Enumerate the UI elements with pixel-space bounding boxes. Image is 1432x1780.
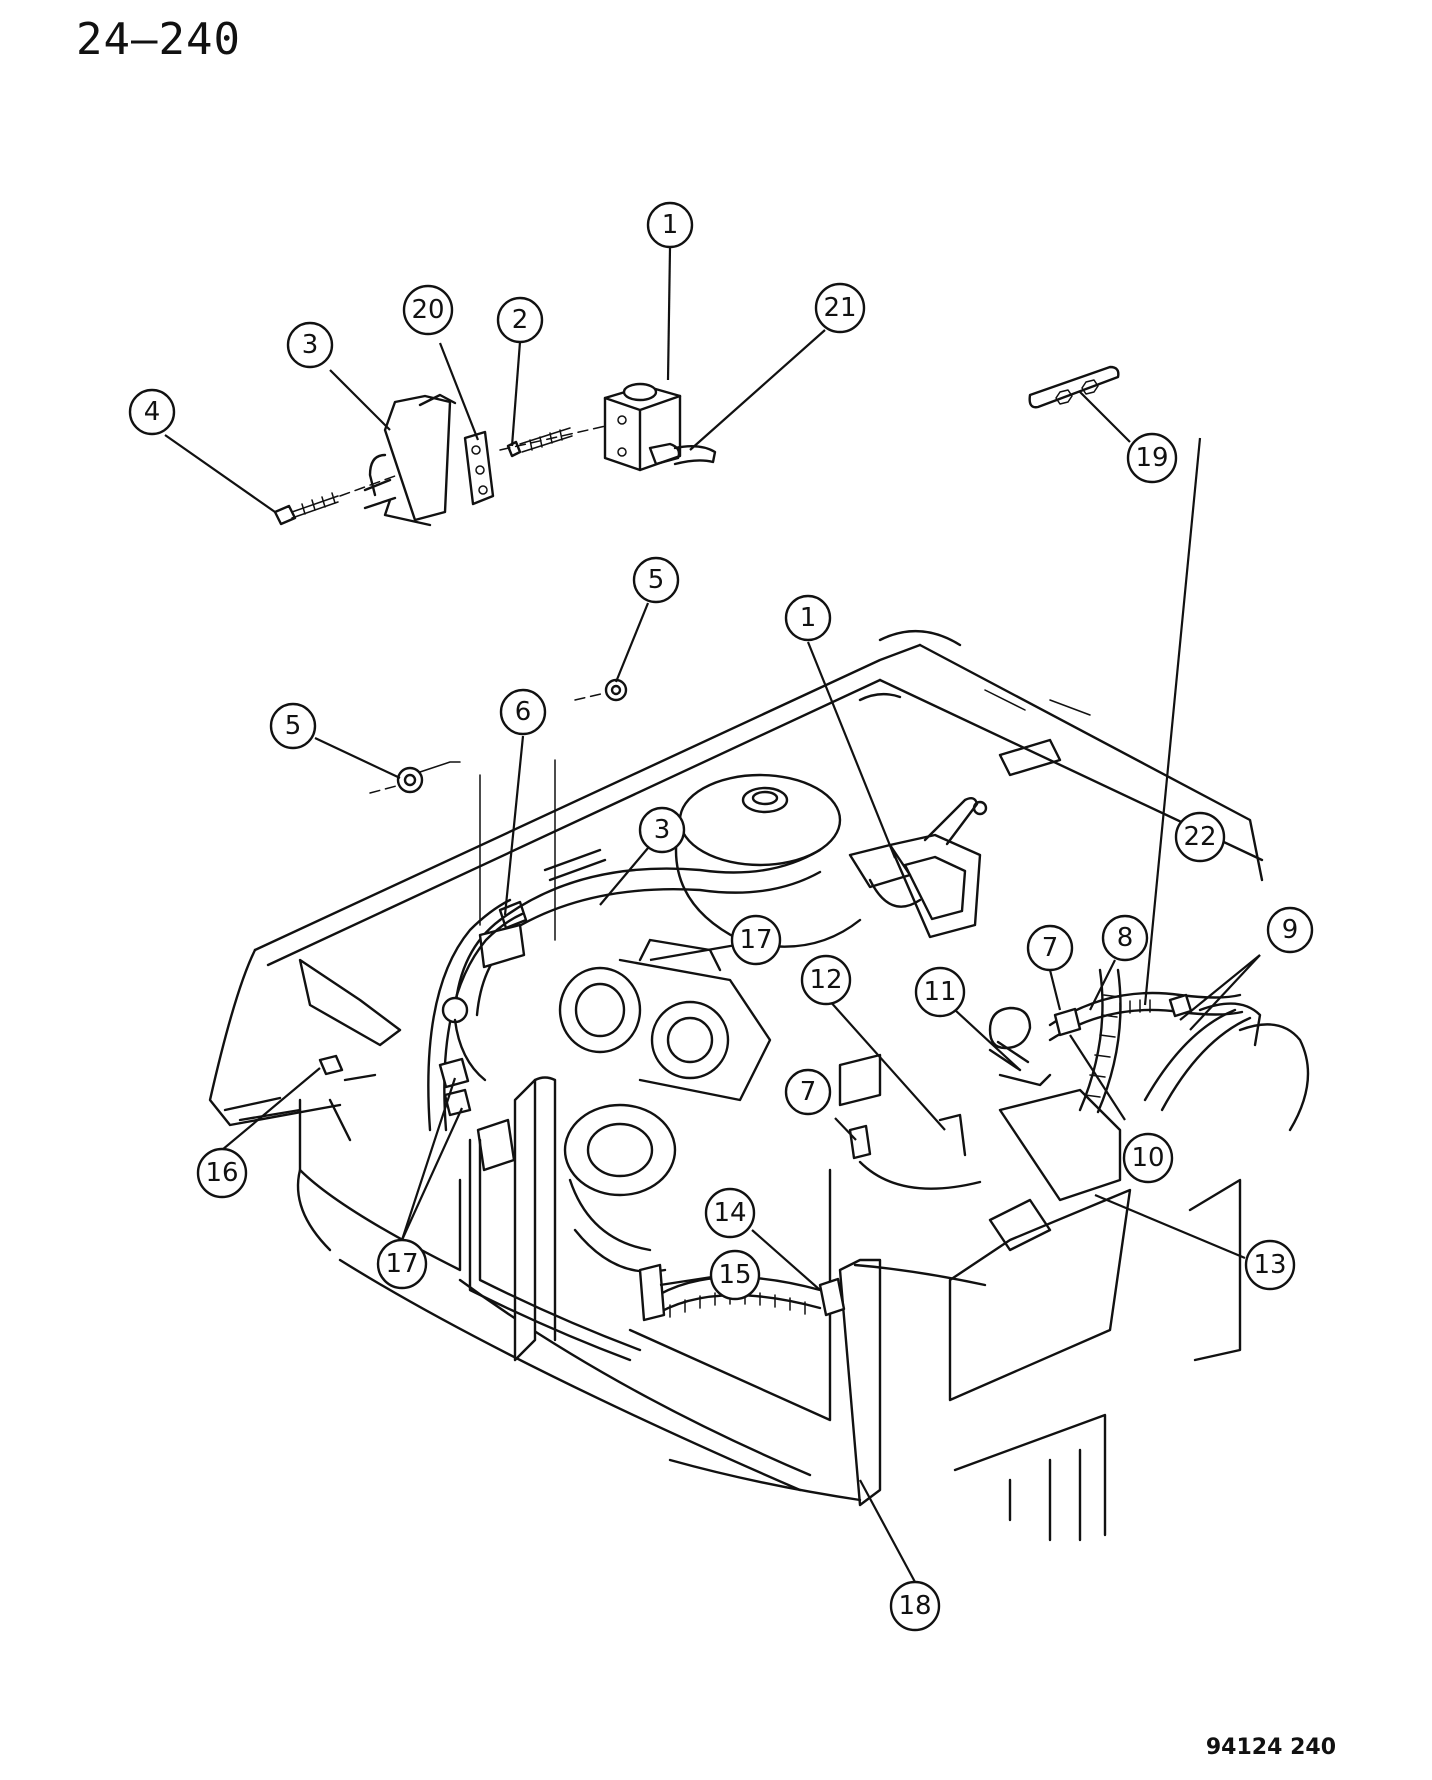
svg-text:4: 4: [144, 397, 161, 427]
svg-text:22: 22: [1183, 822, 1216, 852]
callout-2: 2: [496, 296, 544, 344]
svg-text:17: 17: [739, 925, 772, 955]
callout-7-center: 7: [784, 1068, 832, 1116]
svg-text:15: 15: [718, 1260, 751, 1290]
callout-1-main: 1: [784, 594, 832, 642]
svg-text:6: 6: [515, 697, 532, 727]
callout-16: 16: [196, 1147, 248, 1199]
svg-text:3: 3: [654, 815, 671, 845]
svg-text:3: 3: [302, 330, 319, 360]
callout-8: 8: [1101, 914, 1149, 962]
svg-text:9: 9: [1282, 915, 1299, 945]
expansion-valve-assembly: [273, 365, 1120, 527]
expansion-valve-part: [603, 382, 717, 472]
callout-10: 10: [1122, 1132, 1174, 1184]
callout-18: 18: [889, 1580, 941, 1632]
svg-text:21: 21: [823, 293, 856, 323]
callout-9: 9: [1266, 906, 1314, 954]
callout-11: 11: [914, 966, 966, 1018]
callout-4: 4: [128, 388, 176, 436]
svg-text:1: 1: [800, 603, 817, 633]
callout-17-upper: 17: [730, 914, 782, 966]
callout-14: 14: [704, 1187, 756, 1239]
callout-5-left: 5: [269, 702, 317, 750]
callout-5-right: 5: [632, 556, 680, 604]
svg-text:18: 18: [898, 1591, 931, 1621]
svg-text:14: 14: [713, 1198, 746, 1228]
svg-text:8: 8: [1117, 923, 1134, 953]
svg-text:10: 10: [1131, 1143, 1164, 1173]
callout-12: 12: [800, 954, 852, 1006]
figure-code: 94124 240: [1205, 1735, 1336, 1760]
seal-strip-part: [1028, 365, 1120, 409]
engine-bay-illustration: [208, 630, 1310, 1542]
svg-text:7: 7: [800, 1077, 817, 1107]
svg-text:13: 13: [1253, 1250, 1286, 1280]
svg-text:11: 11: [923, 977, 956, 1007]
leader-lines: [164, 247, 1261, 1583]
callout-21: 21: [814, 282, 866, 334]
svg-text:19: 19: [1135, 443, 1168, 473]
gasket-plate-part: [463, 430, 495, 506]
svg-text:12: 12: [809, 965, 842, 995]
svg-text:16: 16: [205, 1158, 238, 1188]
svg-text:1: 1: [662, 210, 679, 240]
callout-15: 15: [709, 1249, 761, 1301]
svg-text:2: 2: [512, 305, 529, 335]
stud-part: [506, 427, 573, 458]
callout-22-bubble: 22: [1174, 811, 1226, 863]
svg-text:17: 17: [385, 1249, 418, 1279]
callout-7-right: 7: [1026, 924, 1074, 972]
bolt-part: [273, 492, 339, 526]
svg-text:5: 5: [648, 565, 665, 595]
callout-13: 13: [1244, 1239, 1296, 1291]
svg-text:5: 5: [285, 711, 302, 741]
callout-17-lower: 17: [376, 1238, 428, 1290]
callout-3-top: 3: [286, 321, 334, 369]
page-title: 24–240: [76, 14, 241, 65]
svg-text:7: 7: [1042, 933, 1059, 963]
callout-19: 19: [1126, 432, 1178, 484]
callout-6: 6: [499, 688, 547, 736]
svg-text:20: 20: [411, 295, 444, 325]
callout-20: 20: [402, 284, 454, 336]
manifold-block-part: [363, 393, 457, 527]
callout-1-top: 1: [646, 201, 694, 249]
callout-3-main: 3: [638, 806, 686, 854]
